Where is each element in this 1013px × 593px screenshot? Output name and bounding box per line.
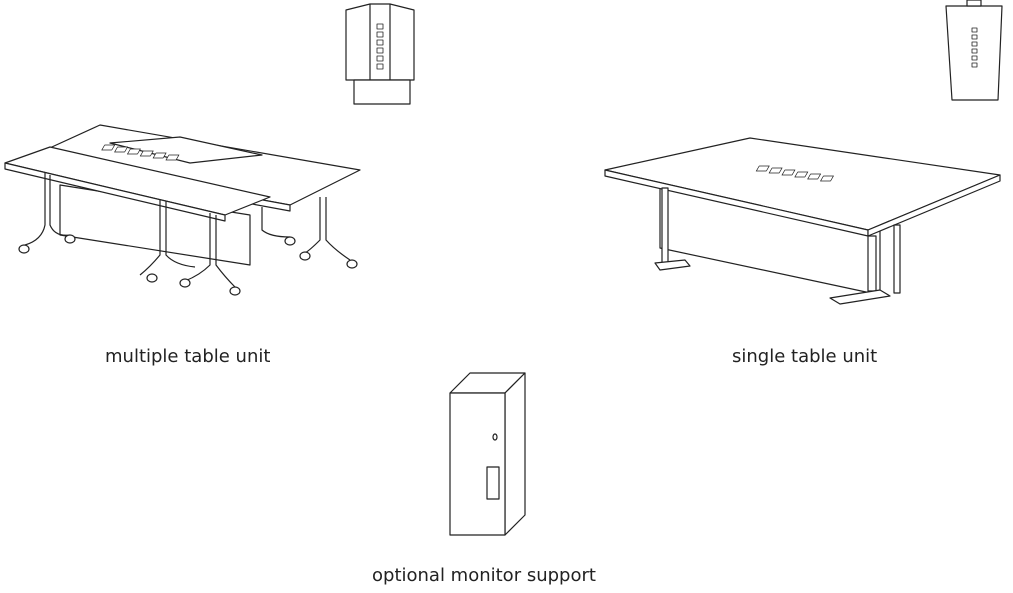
- single-table-unit-drawing: [604, 137, 1001, 305]
- table-legs: [18, 173, 358, 296]
- multiple-table-unit-drawing: [4, 124, 361, 296]
- power-outlets-single-top: [971, 27, 978, 68]
- power-outlets-single: [755, 165, 834, 182]
- single-table-top-view: [945, 0, 1003, 101]
- monitor-support-drawing: [449, 372, 526, 536]
- single-table-caption: single table unit: [732, 346, 878, 367]
- power-outlets-multi: [101, 144, 180, 161]
- cable-hole: [492, 433, 498, 441]
- monitor-support-caption: optional monitor support: [372, 565, 596, 586]
- multiple-table-top-view: [345, 3, 415, 105]
- power-outlets-top: [376, 23, 384, 70]
- single-table-legs: [654, 187, 901, 305]
- cable-port: [486, 466, 500, 500]
- multiple-table-caption: multiple table unit: [105, 346, 271, 367]
